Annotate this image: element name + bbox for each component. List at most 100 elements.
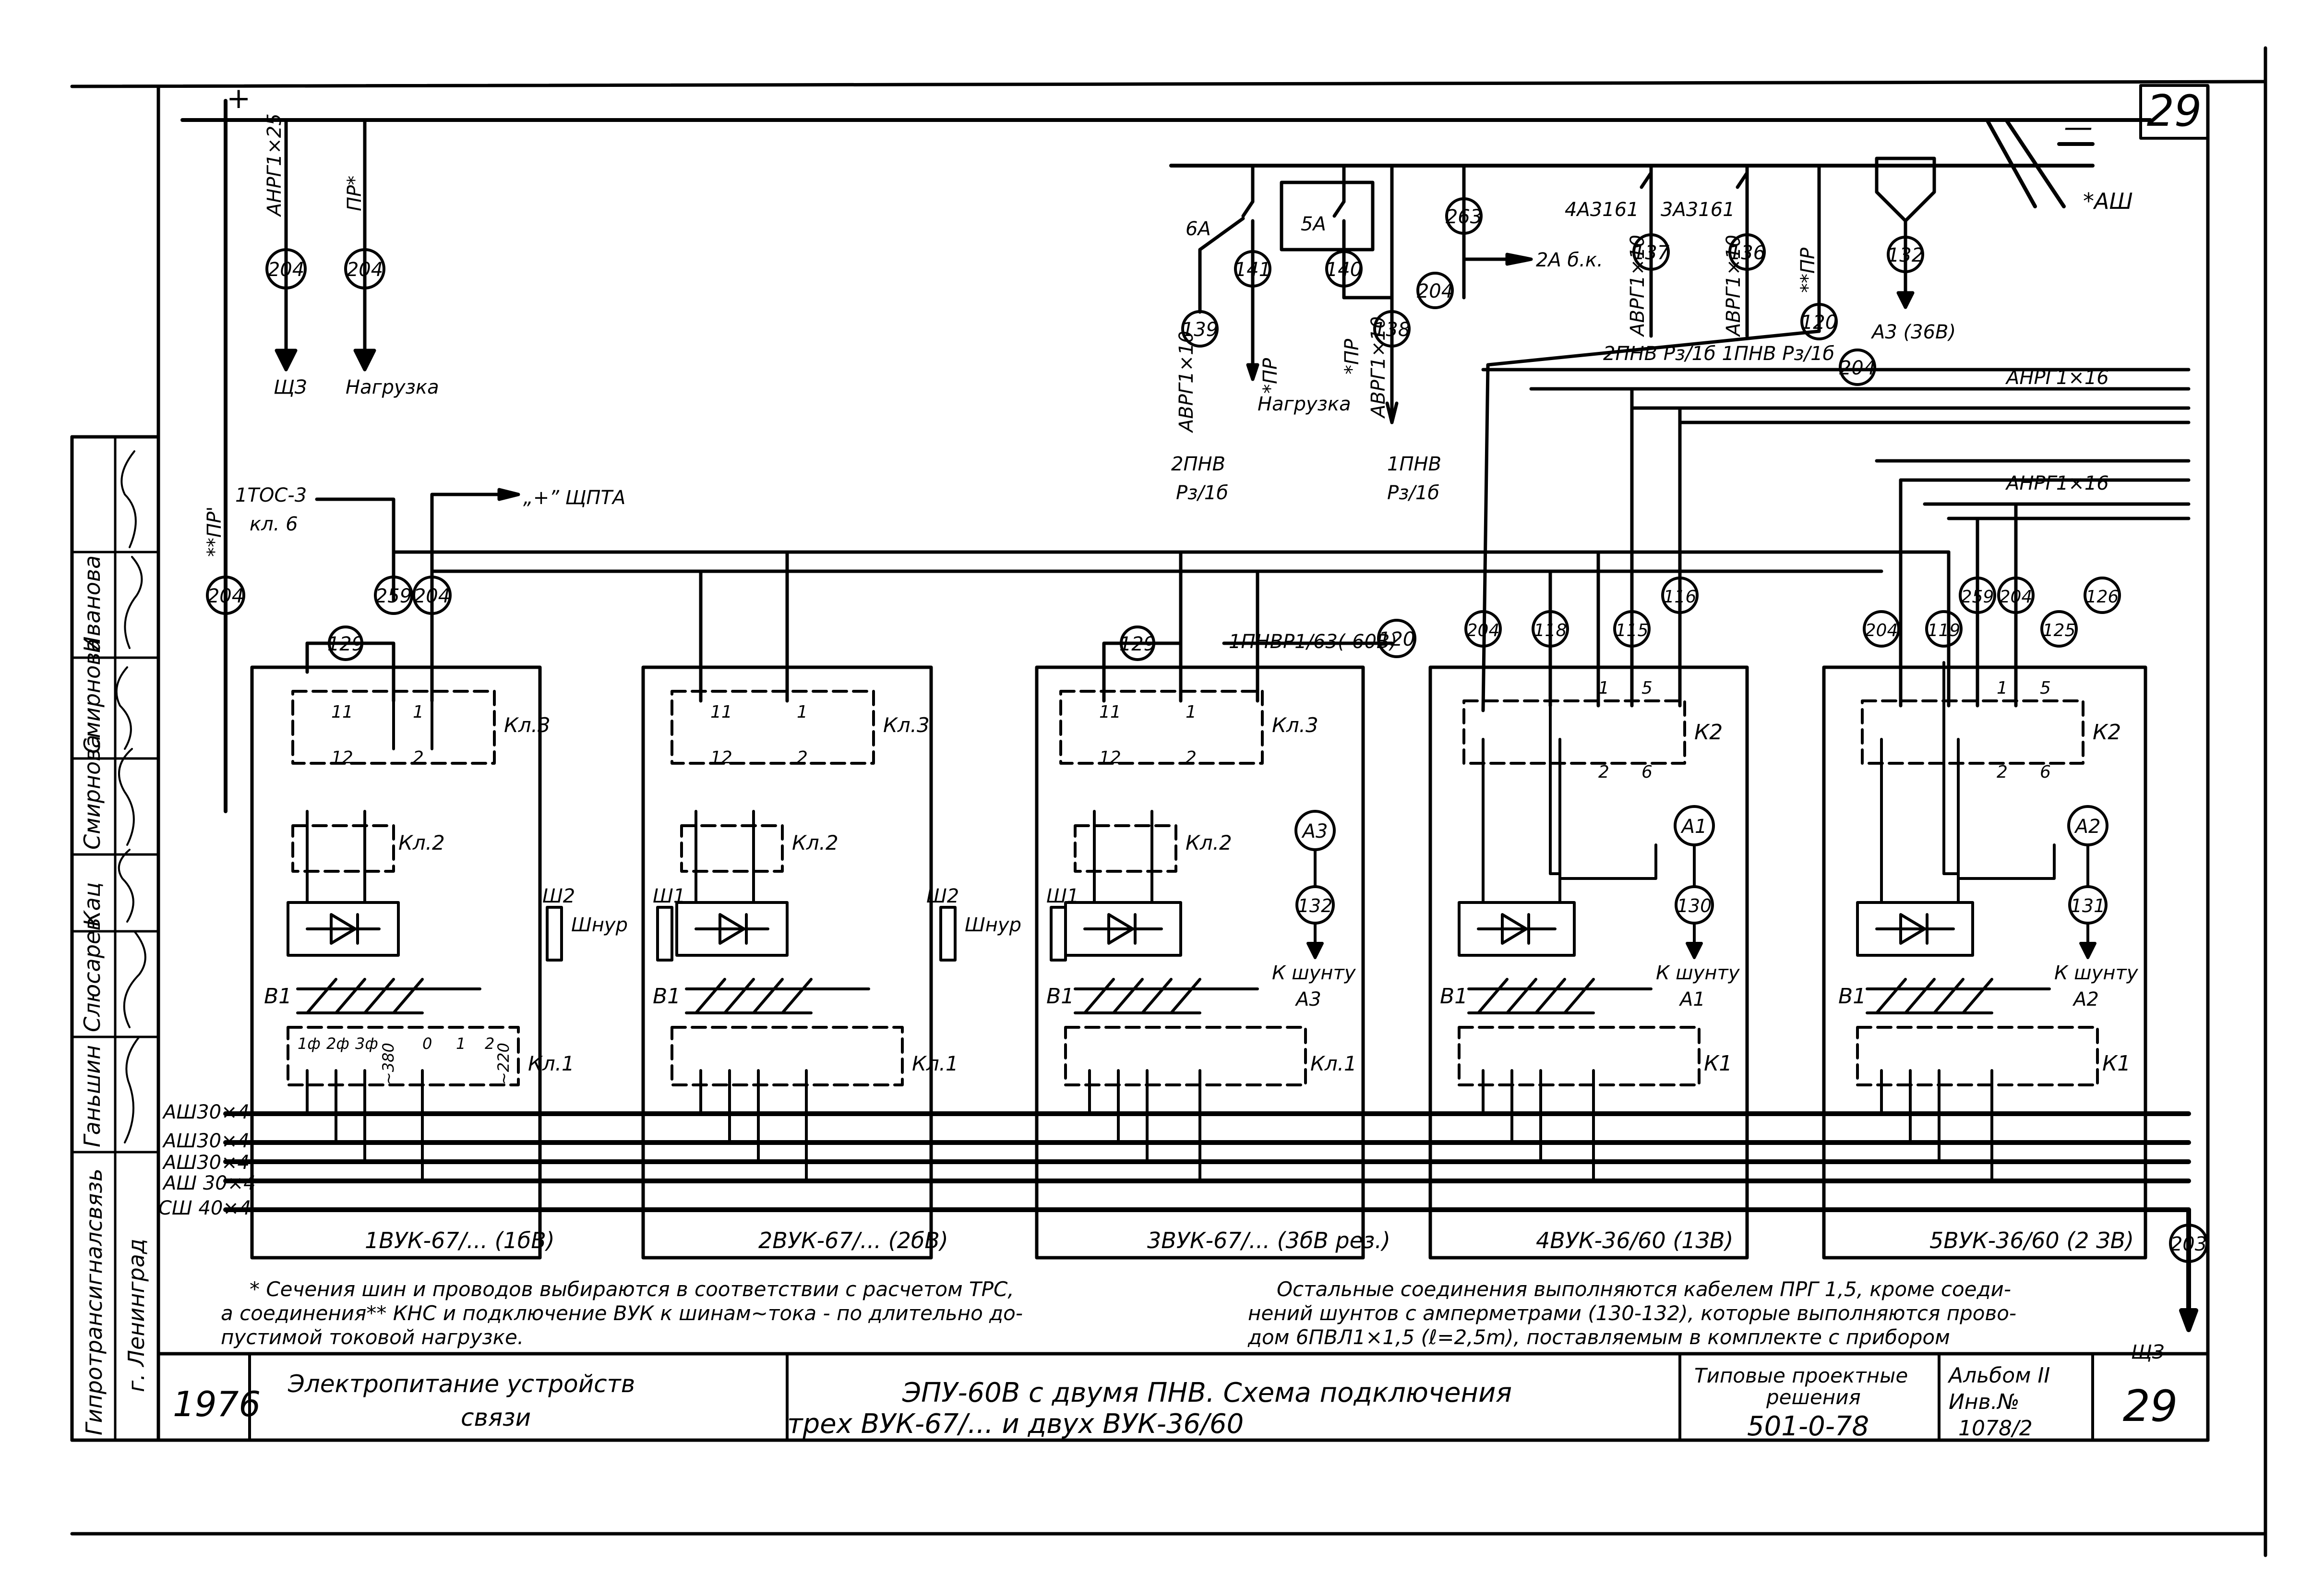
left-feed-1: 204 АНРГ1×25 ЩЗ (264, 113, 307, 398)
terminal-block-k2: К2 (2093, 720, 2121, 745)
shunt-label: К шунту (1272, 962, 1356, 984)
left-feeds (275, 118, 376, 372)
side-stamp-text: Гипротрансигналсвязь г. Ленинград Ганьши… (79, 555, 149, 1435)
a3161-4: 4А3161 (1565, 199, 1639, 221)
terminal-1: 1 (413, 702, 424, 722)
stamp-name-4: Смирнова (79, 735, 105, 850)
pr-120: **ПР (1797, 247, 1819, 293)
node-259: 259 (1961, 587, 1994, 607)
connector-sh1: Ш1 (653, 885, 685, 907)
node-115: 115 (1616, 621, 1649, 640)
bus-label: СШ 40×4 (158, 1197, 251, 1219)
feed-target: ЩЗ (274, 376, 307, 398)
shunt-label: К шунту (1656, 962, 1740, 984)
unit-name: 1ВУК-67/... (1бВ) (365, 1227, 555, 1253)
node-130: 130 (1677, 895, 1712, 916)
terminal-row-labels: 1ф 2ф 3ф ~380 0 1 2 ~220 (298, 1035, 513, 1085)
minus-sign: — (2064, 110, 2093, 144)
sheet-number: 29 (2123, 1381, 2178, 1432)
terminal-block-k2: К2 (1694, 720, 1723, 745)
terminal-block-kl2: Кл.2 (1186, 831, 1232, 854)
cable-137: АВРГ1×10 (1627, 235, 1649, 337)
terminal-1: 1 (797, 702, 808, 722)
terminal-11: 11 (1099, 702, 1121, 722)
drawing-title-line-1: ЭПУ-60В с двумя ПНВ. Схема подключения (902, 1377, 1512, 1408)
terminal-block-kl1: Кл.1 (912, 1052, 958, 1075)
tos-label: 1ТОС-3 (235, 484, 307, 506)
pr-r: *ПР (1341, 338, 1363, 374)
node-125: 125 (2043, 621, 2076, 640)
notes: * Сечения шин и проводов выбираются в со… (221, 1277, 2016, 1349)
album-label: Альбом II (1947, 1363, 2050, 1388)
connector-sh2: Ш2 (542, 885, 575, 907)
cable-avrg-r: АВРГ1×10 (1367, 316, 1390, 419)
node-204: 204 (1467, 621, 1500, 640)
note-right-line-1: Остальные соединения выполняются кабелем… (1277, 1277, 2011, 1301)
drawing-title-line-2: трех ВУК-67/... и двух ВУК-36/60 (787, 1408, 1244, 1440)
terminal-12: 12 (1099, 748, 1121, 768)
node-120: 120 (1801, 312, 1837, 334)
node-204: 204 (207, 585, 244, 607)
shpta-label: „+” ЩПТА (523, 487, 625, 509)
busbar-labels: АШ30×4 АШ30×4 АШ30×4 АШ 30×4 СШ 40×4 203… (158, 1101, 2208, 1363)
connector-sh2: Ш2 (926, 885, 959, 907)
node-263: 263 (1446, 206, 1482, 228)
terminal-block-kl2: Кл.2 (792, 831, 839, 854)
node-132: 132 (1298, 895, 1333, 916)
terminal-6: 6 (1641, 762, 1653, 782)
pr-l: *ПР (1259, 358, 1282, 394)
cable-label: АНРГ1×25 (264, 113, 286, 217)
node-118: 118 (1534, 621, 1567, 640)
t-2f: 2ф (326, 1035, 349, 1053)
drawing-frame (70, 46, 2267, 1557)
side-stamp (71, 435, 160, 1442)
terminal-2: 2 (413, 748, 424, 768)
page-number: 29 (2147, 86, 2202, 136)
terminal-block-kl1: Кл.1 (528, 1052, 575, 1075)
a3-36v: А3 (36В) (1870, 321, 1956, 343)
node-259: 259 (375, 585, 412, 607)
pnv2-b: Рз/1б (1176, 482, 1228, 504)
node-204: 204 (347, 259, 383, 281)
node-129: 129 (1119, 633, 1156, 655)
unit-name: 4ВУК-36/60 (1ЗВ) (1536, 1227, 1734, 1253)
terminal-12: 12 (710, 748, 732, 768)
terminal-block-kl3: Кл.3 (1272, 713, 1318, 737)
year: 1976 (173, 1384, 261, 1424)
top-right-labels: 6А 5А 141 140 263 2А б.к. 204 139 138 АВ… (1171, 197, 2109, 504)
unit-name: 5ВУК-36/60 (2 ЗВ) (1929, 1227, 2134, 1253)
node-204: 204 (268, 259, 304, 281)
middle-labels: 1ТОС-3 кл. 6 „+” ЩПТА **ПР' 204 259 204 … (204, 484, 1416, 661)
note-right-line-2: нений шунтов с амперметрами (130-132), к… (1248, 1301, 2016, 1325)
node-131: 131 (2071, 895, 2106, 916)
terminal-2: 2 (797, 748, 808, 768)
shunt-label: К шунту (2054, 962, 2139, 984)
subject-line-1: Электропитание устройств (288, 1370, 635, 1398)
fuse-5a: 5А (1301, 213, 1326, 235)
note-left-line-3: пустимой токовой нагрузке. (221, 1325, 524, 1349)
left-feed-2: 204 ПР* Нагрузка (344, 176, 439, 398)
node-141: 141 (1234, 259, 1271, 281)
project-code: 501-0-78 (1747, 1411, 1869, 1442)
node-119: 119 (1928, 621, 1961, 640)
pnv-destinations: 2ПНВ Рз/1б 1ПНВ Рз/1б (1603, 343, 1834, 365)
unit-name: 2ВУК-67/... (2бВ) (758, 1227, 948, 1253)
bus-label: АШ30×4 (162, 1101, 250, 1123)
shunt-ammeter: А3 (1294, 988, 1321, 1011)
bus-label: АШ 30×4 (162, 1172, 256, 1194)
node-138: 138 (1374, 319, 1410, 341)
fuse-6a: 6А (1186, 218, 1211, 240)
inventory-number: 1078/2 (1958, 1416, 2033, 1441)
terminal-block-kl3: Кл.3 (504, 713, 551, 737)
t-0: 0 (422, 1035, 432, 1053)
switch-b1: В1 (653, 984, 681, 1009)
cable-anrg-1: АНРГ1×16 (2005, 367, 2109, 389)
terminal-block-kl3: Кл.3 (883, 713, 930, 737)
node-137: 137 (1633, 242, 1670, 264)
org-city: г. Ленинград (123, 1239, 149, 1392)
node-126: 126 (2086, 587, 2119, 607)
unit-4: 204 118 115 116 1 5 2 6 К2 К1 В1 А1 130 … (1440, 577, 1740, 1253)
a3161-3: 3А3161 (1661, 199, 1735, 221)
terminal-2: 2 (1997, 762, 2008, 782)
note-left-line-2: а соединения** КНС и подключение ВУК к ш… (221, 1301, 1023, 1325)
